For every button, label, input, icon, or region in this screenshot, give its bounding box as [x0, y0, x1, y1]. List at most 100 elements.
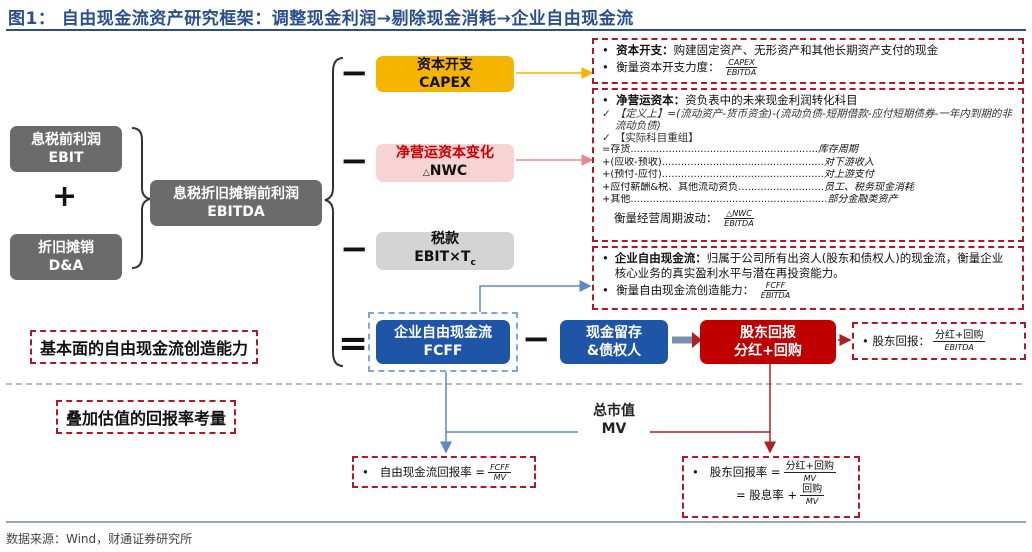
frac-num: 分红+回购: [783, 461, 836, 473]
bullet: •: [692, 465, 699, 479]
fcff-dash-frame: [368, 312, 518, 372]
bullet: •: [602, 283, 609, 297]
valuation-label: 叠加估值的回报率考量: [56, 400, 237, 434]
frac-den: EBITDA: [944, 342, 974, 352]
tax-cn: 税款: [431, 231, 459, 248]
capex-note: • 资本开支：购建固定资产、无形资产和其他长期资产支付的现金 • 衡量资本开支力…: [592, 38, 1024, 84]
nwc-rows: =存货.....................................…: [602, 144, 1014, 207]
nwc-row: +(预付-应付)................................…: [602, 169, 1014, 182]
frac-den: EBITDA: [726, 68, 757, 77]
nwc-row: =存货.....................................…: [602, 144, 1014, 157]
plus-sign: +: [52, 179, 78, 214]
frac-num: FCFF: [488, 462, 512, 473]
nwc-box: 净营运资本变化 △NWC: [376, 144, 514, 182]
frac-num: CAPEX: [726, 58, 757, 68]
check-icon: ✓: [602, 108, 611, 120]
frac-num: 分红+回购: [932, 329, 986, 342]
holder-ratio-label: 股东回报：: [872, 333, 930, 348]
frac-num: 回购: [800, 484, 825, 496]
capex-en: CAPEX: [419, 75, 471, 91]
capex-note-head: 资本开支：: [616, 43, 674, 57]
tax-en: EBIT×T: [414, 249, 471, 266]
frac-den: MV: [803, 474, 816, 483]
nwc-measure: 衡量经营周期波动：: [614, 210, 718, 225]
holder-return-box: 股东回报 分红+回购: [700, 320, 836, 364]
title-rule: [6, 29, 1026, 31]
source-note: 数据来源：Wind，财通证券研究所: [6, 532, 193, 546]
nwc-row-item: +应付薪酬&税、其他流动资负..........................…: [602, 181, 825, 193]
nwc-row-item: +(预付-应付)................................…: [602, 169, 824, 180]
fcff-note: • 企业自由现金流：归属于公司所有出资人(股东和债权人)的现金流，衡量企业核心业务…: [592, 246, 1024, 310]
capex-measure: 衡量资本开支力度：: [616, 60, 720, 74]
nwc-row-item: +其他.....................................…: [602, 194, 828, 205]
mv-label: 总市值 MV: [580, 402, 648, 438]
nwc-row: +其他.....................................…: [602, 194, 1014, 207]
fcff-en: FCFF: [423, 343, 463, 359]
nwc-cn: 净营运资本变化: [396, 145, 494, 161]
bullet: •: [862, 333, 869, 348]
nwc-row-meaning: 对上游支付: [823, 169, 874, 180]
bullet: •: [602, 60, 609, 74]
nwc-note: • 净营运资本：资负表中的未来现金利润转化科目 ✓【定义上】=(流动资产-货币资…: [592, 88, 1024, 242]
nwc-note-text: 资负表中的未来现金利润转化科目: [685, 93, 858, 107]
bullet: •: [602, 93, 609, 107]
ebitda-en: EBITDA: [207, 204, 265, 220]
ebit-cn: 息税前利润: [31, 132, 101, 148]
minus-capex: −: [340, 53, 369, 93]
fcff-cn: 企业自由现金流: [394, 325, 492, 341]
frac-den: EBITDA: [724, 218, 754, 228]
retain-l1: 现金留存: [586, 325, 642, 341]
brace-right: [324, 57, 344, 367]
da-cn: 折旧摊销: [38, 240, 94, 256]
frac-den: MV: [805, 497, 819, 506]
mv-cn: 总市值: [593, 403, 635, 419]
nwc-note-head: 净营运资本：: [616, 93, 686, 107]
capex-cn: 资本开支: [417, 57, 473, 73]
nwc-definition: 【定义上】=(流动资产-货币资金)-(流动负债-短期借款-应付短期债券-一年内到…: [614, 108, 1012, 132]
frac-num: △NWC: [724, 208, 754, 219]
fcff-note-text: 归属于公司所有出资人(股东和债权人)的现金流，衡量企业核心业务的真实盈利水平与潜…: [614, 251, 1004, 280]
holder-l2: 分红+回购: [734, 343, 802, 359]
tax-en-wrap: EBIT×Tc: [376, 248, 514, 272]
fundamental-label: 基本面的自由现金流创造能力: [30, 330, 259, 364]
capex-note-text: 购建固定资产、无形资产和其他长期资产支付的现金: [673, 43, 939, 57]
tax-sub: c: [470, 257, 476, 268]
ebit-box: 息税前利润 EBIT: [10, 126, 122, 172]
nwc-row-meaning: 对下游收入: [823, 156, 874, 168]
dividend-yield-label: = 股息率 +: [736, 488, 798, 502]
fcff-measure: 衡量自由现金流创造能力：: [616, 283, 755, 297]
nwc-row-meaning: 员工、税务现金消耗: [824, 181, 915, 193]
minus-tax: −: [340, 229, 369, 269]
figure-title: 图1： 自由现金流资产研究框架：调整现金利润→剔除现金消耗→企业自由现金流: [8, 9, 634, 29]
nwc-row-meaning: 部分金融类资产: [827, 194, 898, 205]
ebitda-box: 息税折旧摊销前利润 EBITDA: [150, 180, 322, 226]
nwc-row: +(应收-预收)................................…: [602, 157, 1014, 170]
retain-l2: &债权人: [586, 343, 642, 359]
frac-num: FCFF: [763, 281, 788, 291]
holder-yield-label: 股东回报率 =: [709, 465, 781, 479]
frac-den: EBITDA: [760, 291, 791, 300]
nwc-row: +应付薪酬&税、其他流动资负..........................…: [602, 182, 1014, 195]
minus-retain: −: [522, 319, 551, 359]
bullet: •: [602, 43, 609, 57]
tax-box: 税款 EBIT×Tc: [376, 231, 514, 272]
da-box: 折旧摊销 D&A: [10, 234, 122, 280]
minus-nwc: −: [340, 141, 369, 181]
fcff-note-head: 企业自由现金流：: [614, 251, 707, 265]
nwc-row-item: =存货.....................................…: [602, 144, 818, 155]
ebitda-cn: 息税折旧摊销前利润: [173, 186, 299, 202]
da-en: D&A: [48, 258, 84, 274]
bullet: •: [362, 464, 369, 479]
holder-l1: 股东回报: [740, 325, 796, 341]
equals-sign: =: [338, 323, 369, 364]
nwc-row-item: +(应收-预收)................................…: [602, 156, 824, 168]
